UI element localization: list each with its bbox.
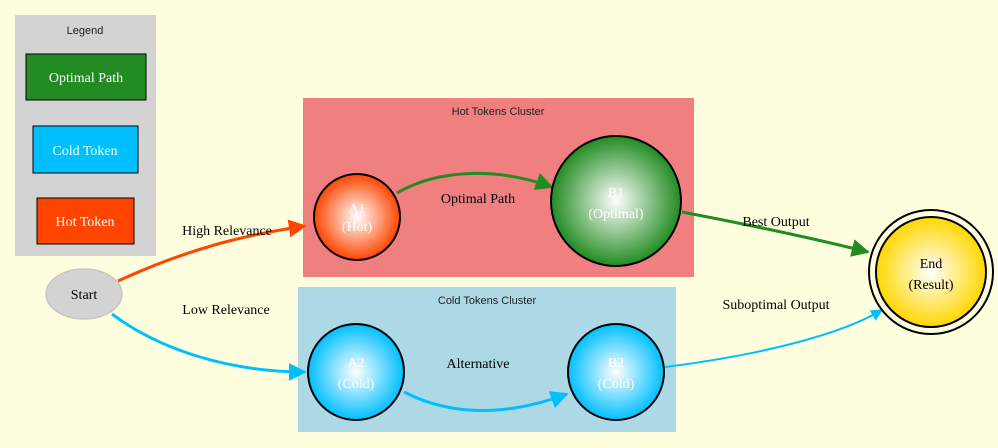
node-a1-label-line2: (Hot) [342,220,373,235]
legend-item-hot-label: Hot Token [55,215,114,230]
edge-b2-end [664,309,884,368]
node-a2: A2 (Cold) [307,323,405,421]
node-a2-label-line2: (Cold) [338,377,375,392]
hot-cluster-label: Hot Tokens Cluster [452,106,545,118]
node-b1-label-line1: B1 [608,186,624,201]
legend-item-cold-label: Cold Token [52,144,117,159]
node-b1-shape [550,135,682,267]
node-a2-shape [307,323,405,421]
node-b2: B2 (Cold) [567,323,665,421]
node-a1-label-line1: A1 [348,202,365,217]
legend: Legend Optimal Path Cold Token Hot Token [15,15,156,256]
edge-label-low-relevance: Low Relevance [182,303,269,318]
edge-label-alternative: Alternative [447,357,510,372]
edge-start-a1 [117,219,307,283]
node-b1: B1 (Optimal) [550,135,682,267]
legend-item-optimal-swatch [25,53,147,101]
edge-labels: High Relevance Low Relevance Optimal Pat… [182,192,829,372]
node-b2-label-line2: (Cold) [598,377,635,392]
legend-item-cold-swatch [32,125,139,174]
edge-label-high-relevance: High Relevance [182,224,272,239]
node-start-shape [45,268,123,320]
legend-item-hot-swatch [36,197,135,245]
node-end-outer-ring [868,209,994,335]
node-a1: A1 (Hot) [313,173,401,261]
edges [111,171,884,413]
edge-a2-b2 [403,390,569,413]
edge-start-a2 [111,312,307,381]
node-start-label: Start [71,288,98,303]
edge-label-best-output: Best Output [742,215,809,230]
edge-label-suboptimal-output: Suboptimal Output [723,298,830,313]
edge-a1-b1 [396,171,554,195]
node-end-label-line2: (Result) [908,278,953,293]
node-b1-label-line2: (Optimal) [588,207,644,222]
cold-cluster-label: Cold Tokens Cluster [438,295,537,307]
node-b2-shape [567,323,665,421]
edge-b1-end [681,210,870,257]
node-start: Start [45,268,123,320]
node-b2-label-line1: B2 [608,356,624,371]
legend-item-optimal-label: Optimal Path [49,71,123,86]
node-end: End (Result) [868,209,994,335]
node-end-label-line1: End [920,257,943,272]
node-a1-shape [313,173,401,261]
node-end-shape [875,216,987,328]
edge-label-optimal-path: Optimal Path [441,192,515,207]
node-a2-label-line1: A2 [347,356,364,371]
legend-title: Legend [67,25,104,37]
